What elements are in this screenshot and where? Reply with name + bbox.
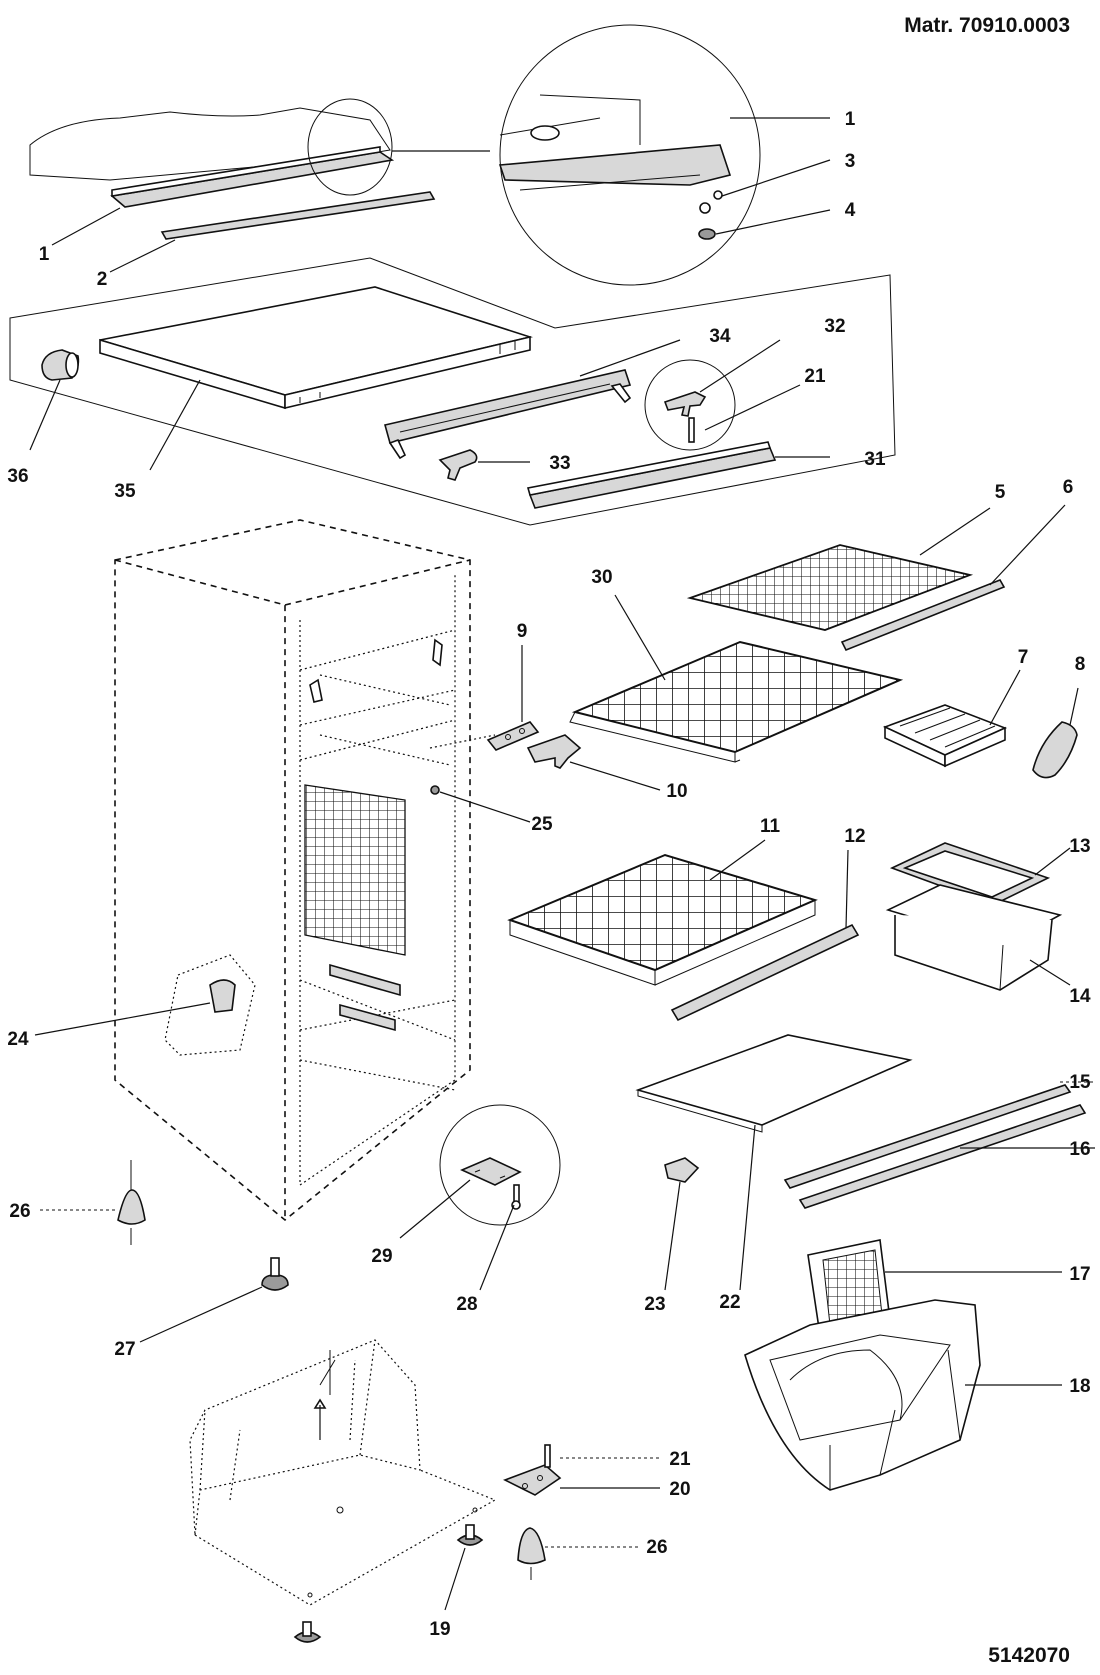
callout-21a: 21 (804, 366, 826, 387)
callout-32: 32 (824, 316, 845, 337)
callout-4: 4 (845, 200, 856, 221)
part-7-ice-tray (882, 669, 1021, 768)
callout-7: 7 (1018, 647, 1029, 668)
detail-circle-29 (399, 1104, 561, 1291)
evaporator-grid (304, 784, 406, 956)
callout-9: 9 (517, 621, 528, 642)
callout-24: 24 (7, 1029, 29, 1050)
callout-12: 12 (844, 826, 865, 847)
part-10-bracket (526, 734, 661, 791)
part-12-rod (670, 849, 860, 1022)
part-8-ice-scraper (1032, 687, 1079, 779)
part-31-bar (526, 441, 830, 509)
top-trim-group (29, 24, 831, 286)
callout-2: 2 (97, 269, 108, 290)
front-foot (293, 1621, 322, 1643)
callout-8: 8 (1075, 654, 1086, 675)
part-26-foot-right (517, 1527, 640, 1580)
part-23-knob (664, 1157, 700, 1291)
callout-35: 35 (114, 481, 136, 502)
callout-10: 10 (666, 781, 687, 802)
callout-23: 23 (644, 1294, 665, 1315)
part-30-wire-shelf (569, 594, 904, 763)
part-21-pin-lower (544, 1444, 551, 1468)
cabinet-outline (34, 519, 496, 1222)
part-34-bracket (384, 339, 681, 460)
callout-34: 34 (709, 326, 731, 347)
part-4-cap (698, 228, 716, 240)
callout-21b: 21 (669, 1449, 691, 1470)
model-number: Matr. 70910.0003 (904, 14, 1070, 37)
callout-22: 22 (719, 1292, 740, 1313)
part-16-rod (798, 1104, 1095, 1209)
callout-14: 14 (1069, 986, 1091, 1007)
callout-26a: 26 (9, 1201, 30, 1222)
part-14-crisper-drawer (885, 884, 1071, 991)
part-26-foot-left (40, 1160, 146, 1245)
part-2-rod (160, 191, 436, 240)
callout-15: 15 (1069, 1072, 1091, 1093)
part-17-freezer-lid (807, 1239, 1062, 1336)
part-22-glass-shelf (635, 1034, 913, 1291)
part-35-top-cover (99, 286, 533, 471)
callout-1a: 1 (845, 109, 856, 130)
callout-labels: 1 1 2 3 4 5 6 7 8 9 10 11 12 13 14 15 16… (7, 109, 1091, 1640)
callout-33: 33 (549, 453, 570, 474)
callout-16: 16 (1069, 1139, 1090, 1160)
part-11-wire-shelf (507, 839, 818, 986)
part-15-rod (783, 1081, 1095, 1189)
part-20-hinge (503, 1444, 660, 1496)
callout-26b: 26 (646, 1537, 667, 1558)
callout-17: 17 (1069, 1264, 1090, 1285)
top-panel-outline (9, 257, 896, 526)
part-5-glass-shelf (686, 507, 991, 631)
part-27-foot (139, 1257, 289, 1343)
part-13-crisper-lid (889, 842, 1071, 906)
callout-28: 28 (456, 1294, 477, 1315)
callout-30: 30 (591, 567, 612, 588)
callout-3: 3 (845, 151, 856, 172)
callout-25: 25 (531, 814, 553, 835)
callout-27: 27 (114, 1339, 135, 1360)
callout-18: 18 (1069, 1376, 1090, 1397)
callout-31: 31 (864, 449, 886, 470)
callout-5: 5 (995, 482, 1006, 503)
drawing-code: 5142070 (988, 1644, 1070, 1667)
callout-20: 20 (669, 1479, 690, 1500)
callout-11: 11 (760, 816, 781, 837)
part-36-knob (29, 349, 80, 451)
callout-6: 6 (1063, 477, 1074, 498)
part-33-hinge-plate (438, 449, 530, 481)
callout-13: 13 (1069, 836, 1090, 857)
part-1-top-trim (110, 151, 395, 208)
callout-29: 29 (371, 1246, 392, 1267)
detail-circle-hinge (499, 24, 761, 286)
callout-1b: 1 (39, 244, 50, 265)
callout-36: 36 (7, 466, 28, 487)
part-18-freezer-basket (744, 1299, 1062, 1491)
detail-circle-32 (644, 339, 801, 451)
part-6-rod (840, 504, 1066, 652)
part-19-foot (444, 1524, 484, 1611)
callout-19: 19 (429, 1619, 450, 1640)
part-9-support (486, 645, 540, 751)
base-tray (189, 1339, 497, 1606)
